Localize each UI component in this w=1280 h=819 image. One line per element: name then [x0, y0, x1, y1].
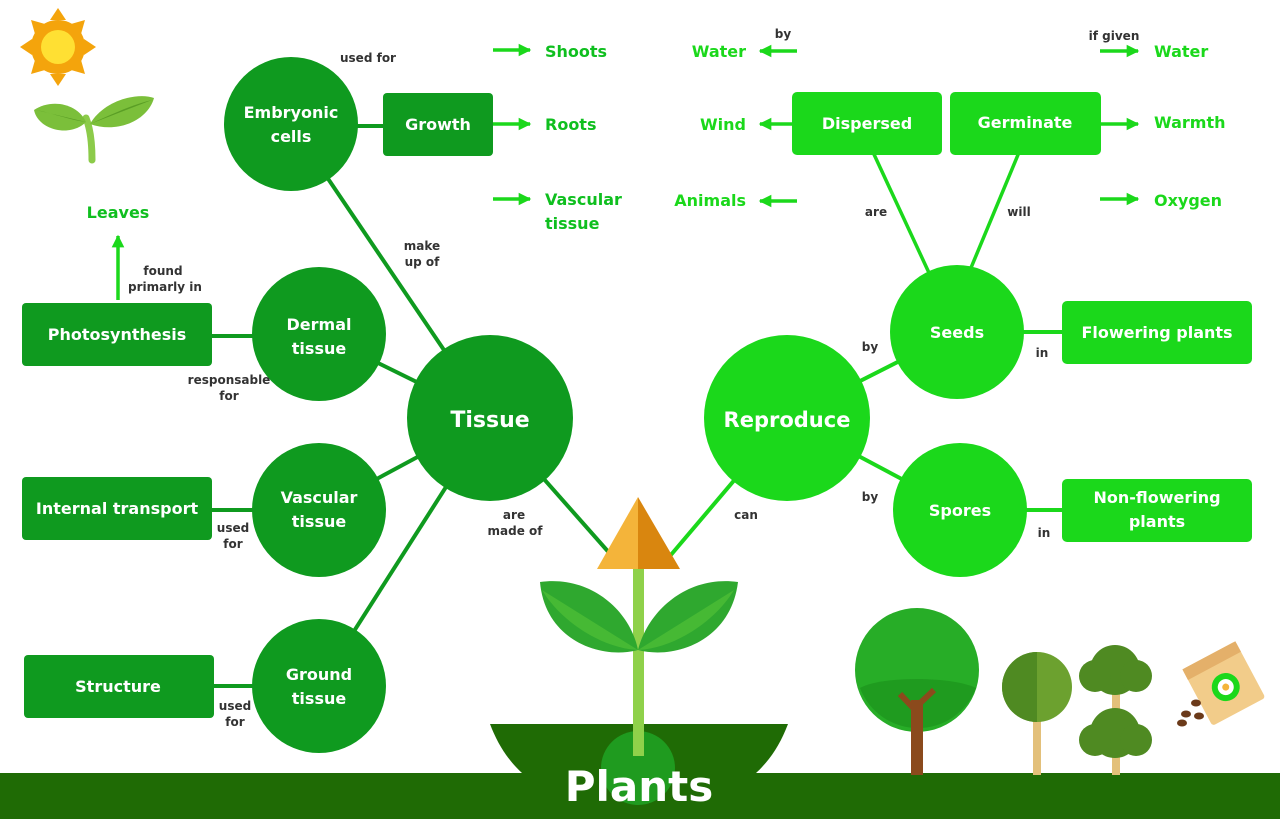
out-disp-animals: Animals: [674, 191, 746, 210]
plant-stem: [633, 566, 644, 756]
page-title: Plants: [565, 762, 714, 811]
box-nonflowering-label-1: Non-flowering: [1093, 488, 1220, 507]
out-disp-water: Water: [692, 42, 746, 61]
label-are: are: [503, 508, 525, 522]
node-spores-label: Spores: [929, 501, 991, 520]
node-ground-tissue[interactable]: [252, 619, 386, 753]
node-ground-label-1: Ground: [286, 665, 352, 684]
connector-labels: used for make up of found primarly in re…: [128, 27, 1139, 729]
hub-tissue[interactable]: [407, 335, 573, 501]
node-vascular-tissue[interactable]: [252, 443, 386, 577]
label-in-flowering: in: [1036, 346, 1049, 360]
plant-leaf-left: [540, 581, 638, 653]
box-germinate-label: Germinate: [978, 113, 1073, 132]
label-up-of: up of: [405, 255, 441, 269]
out-disp-wind: Wind: [700, 115, 746, 134]
label-can: can: [734, 508, 758, 522]
box-photosynthesis-label: Photosynthesis: [48, 325, 187, 344]
node-dermal-tissue[interactable]: [252, 267, 386, 401]
label-make: make: [404, 239, 440, 253]
hub-reproduce[interactable]: [704, 335, 870, 501]
label-in-nonflowering: in: [1038, 526, 1051, 540]
half-tree-icon: [1002, 652, 1072, 775]
box-non-flowering-plants[interactable]: [1062, 479, 1252, 542]
box-growth[interactable]: [383, 93, 493, 156]
plant-bud-left: [597, 497, 638, 569]
pot-bulb: [601, 731, 675, 805]
out-shoots: Shoots: [545, 42, 607, 61]
node-embryonic-label-1: Embryonic: [244, 103, 339, 122]
out-roots: Roots: [545, 115, 596, 134]
line-seeds-dispersed: [870, 149, 932, 276]
label-used-for-embryonic: used for: [340, 51, 396, 65]
label-responsable-for: for: [219, 389, 238, 403]
box-growth-label: Growth: [405, 115, 471, 134]
label-primarily-in: primarly in: [128, 280, 202, 294]
label-for-vascular: for: [223, 537, 242, 551]
node-embryonic-label-2: cells: [271, 127, 312, 146]
label-used-ground: used: [219, 699, 251, 713]
sun-icon: [20, 8, 96, 86]
arrows: [111, 43, 1140, 300]
box-internal-transport[interactable]: [22, 477, 212, 540]
box-photosynthesis[interactable]: [22, 303, 212, 366]
node-vascular-label-2: tissue: [292, 512, 347, 531]
round-tree-icon: [855, 608, 979, 775]
node-ground-label-2: tissue: [292, 689, 347, 708]
box-structure-label: Structure: [75, 677, 161, 696]
box-dispersed-label: Dispersed: [822, 114, 912, 133]
label-for-ground: for: [225, 715, 244, 729]
plant-illustration: [540, 497, 738, 756]
plant-bud-right: [638, 497, 680, 569]
sprout-icon: [34, 96, 154, 164]
box-internal-transport-label: Internal transport: [36, 499, 199, 518]
box-flowering-label: Flowering plants: [1081, 323, 1232, 342]
bush-tree-icon: [1079, 645, 1152, 775]
box-flowering-plants[interactable]: [1062, 301, 1252, 364]
out-vascular-2: tissue: [545, 214, 600, 233]
out-germ-water: Water: [1154, 42, 1208, 61]
box-nonflowering-label-2: plants: [1129, 512, 1185, 531]
label-will-germinate: will: [1007, 205, 1030, 219]
hub-reproduce-label: Reproduce: [724, 408, 851, 432]
line-seeds-germinate: [966, 149, 1022, 276]
label-used-vascular: used: [217, 521, 249, 535]
node-seeds-label: Seeds: [930, 323, 984, 342]
label-found: found: [143, 264, 182, 278]
label-by-seeds: by: [862, 340, 879, 354]
box-germinate[interactable]: [950, 92, 1101, 155]
hub-tissue-label: Tissue: [450, 408, 529, 433]
out-leaves: Leaves: [87, 203, 150, 222]
node-spores[interactable]: [893, 443, 1027, 577]
label-by-spores: by: [862, 490, 879, 504]
seed-packet-icon: [1177, 641, 1265, 727]
node-embryonic-cells[interactable]: [224, 57, 358, 191]
label-responsable: responsable: [188, 373, 271, 387]
node-dermal-label-1: Dermal: [287, 315, 352, 334]
label-made-of: made of: [488, 524, 544, 538]
label-are-dispersed: are: [865, 205, 887, 219]
out-germ-oxygen: Oxygen: [1154, 191, 1222, 210]
label-if-given: if given: [1089, 29, 1140, 43]
out-germ-warmth: Warmth: [1154, 113, 1225, 132]
node-dermal-label-2: tissue: [292, 339, 347, 358]
box-dispersed[interactable]: [792, 92, 942, 155]
node-seeds[interactable]: [890, 265, 1024, 399]
node-vascular-label-1: Vascular: [281, 488, 358, 507]
label-by-dispersal: by: [775, 27, 792, 41]
out-vascular-1: Vascular: [545, 190, 622, 209]
box-structure[interactable]: [24, 655, 214, 718]
